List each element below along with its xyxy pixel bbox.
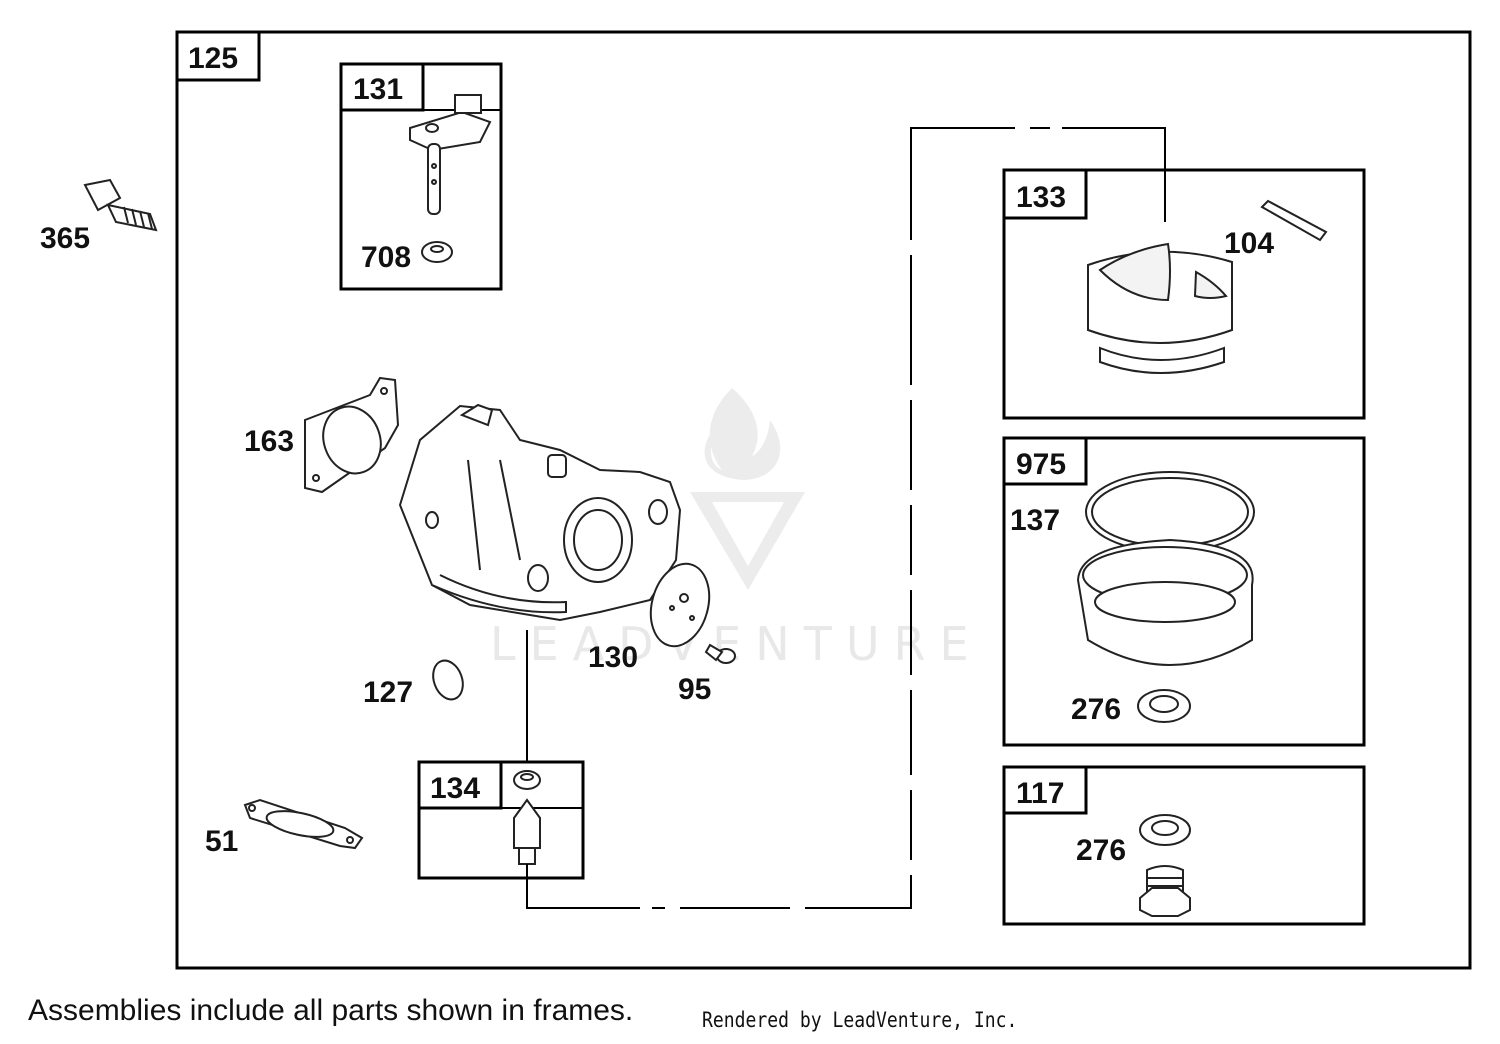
footer-note: Assemblies include all parts shown in fr… [28, 994, 634, 1027]
carburetor-body-drawing [398, 403, 682, 622]
frame-label-133: 133 [1016, 181, 1066, 214]
frame-975: 975 137 276 [1002, 436, 1366, 747]
washer-276-drain-drawing [1139, 814, 1191, 846]
screw-365-drawing [83, 178, 158, 232]
washer-708-drawing [421, 241, 453, 263]
watermark-text: LEADVENTURE [490, 617, 983, 671]
part-label-276-bowl: 276 [1071, 693, 1121, 726]
part-label-95: 95 [678, 673, 711, 706]
frame-134: 134 [417, 760, 585, 880]
frame-label-975: 975 [1016, 448, 1066, 481]
screw-95-drawing [704, 643, 736, 664]
drain-plug-drawing [1139, 865, 1191, 917]
frame-label-125: 125 [188, 42, 238, 75]
part-label-163: 163 [244, 425, 294, 458]
gasket-51-drawing [243, 798, 364, 850]
float-lever-drawing [409, 94, 492, 215]
frame-label-134: 134 [430, 772, 480, 805]
part-label-130: 130 [588, 641, 638, 674]
float-drawing [1087, 242, 1233, 374]
leadventure-flame-logo [690, 388, 805, 590]
frame-label-131: 131 [353, 73, 403, 106]
part-label-708: 708 [361, 241, 411, 274]
needle-valve-drawing [513, 770, 541, 865]
frame-117: 117 276 [1002, 765, 1366, 926]
part-label-365: 365 [40, 222, 90, 255]
washer-276-bowl-drawing [1137, 689, 1191, 723]
footer-credit: Rendered by LeadVenture, Inc. [702, 1008, 1018, 1032]
gasket-163-drawing [304, 376, 400, 494]
part-label-51: 51 [205, 825, 238, 858]
frame-label-117: 117 [1016, 777, 1064, 810]
part-label-137: 137 [1010, 504, 1060, 537]
plug-127-drawing [432, 659, 464, 701]
throttle-plate-130-drawing [649, 562, 711, 648]
part-label-127: 127 [363, 676, 413, 709]
frame-133: 133 104 [1002, 128, 1366, 420]
bowl-drawing [1076, 471, 1255, 666]
part-label-276-drain: 276 [1076, 834, 1126, 867]
pin-104-drawing [1260, 199, 1328, 242]
frame-131: 131 708 [339, 62, 503, 291]
frame-125: 125 [175, 30, 1472, 970]
part-label-104: 104 [1224, 227, 1274, 260]
